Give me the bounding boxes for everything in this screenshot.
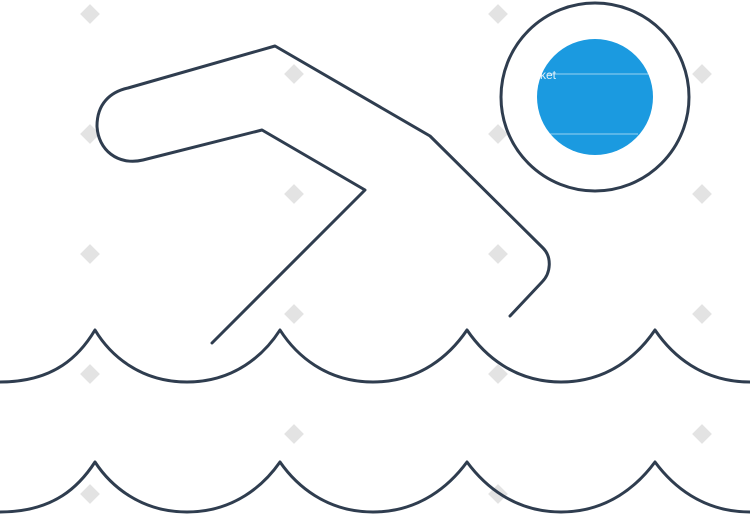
watermark-diamond xyxy=(488,364,508,384)
watermark-diamond xyxy=(80,4,100,24)
watermark-diamond xyxy=(692,184,712,204)
watermark-diamond xyxy=(692,304,712,324)
watermark-diamond xyxy=(692,424,712,444)
water-wave-upper xyxy=(0,328,750,384)
watermark-diamond xyxy=(488,244,508,264)
watermark-diamond xyxy=(284,424,304,444)
watermark-diamond xyxy=(488,124,508,144)
watermark-diamond xyxy=(692,64,712,84)
watermark-diamond xyxy=(284,184,304,204)
ball-icon xyxy=(537,39,653,155)
watermark-text: ket xyxy=(540,68,557,82)
watermark-diamond xyxy=(80,364,100,384)
watermark-diamond xyxy=(80,484,100,504)
watermark-diamond xyxy=(80,244,100,264)
watermark-diamond xyxy=(488,4,508,24)
swimmer-arm-outline xyxy=(95,44,551,345)
watermark-diamond xyxy=(284,64,304,84)
ball-outline xyxy=(499,1,691,193)
watermark-diamond xyxy=(284,304,304,324)
watermark-diamond xyxy=(80,124,100,144)
water-wave-lower xyxy=(0,460,750,514)
